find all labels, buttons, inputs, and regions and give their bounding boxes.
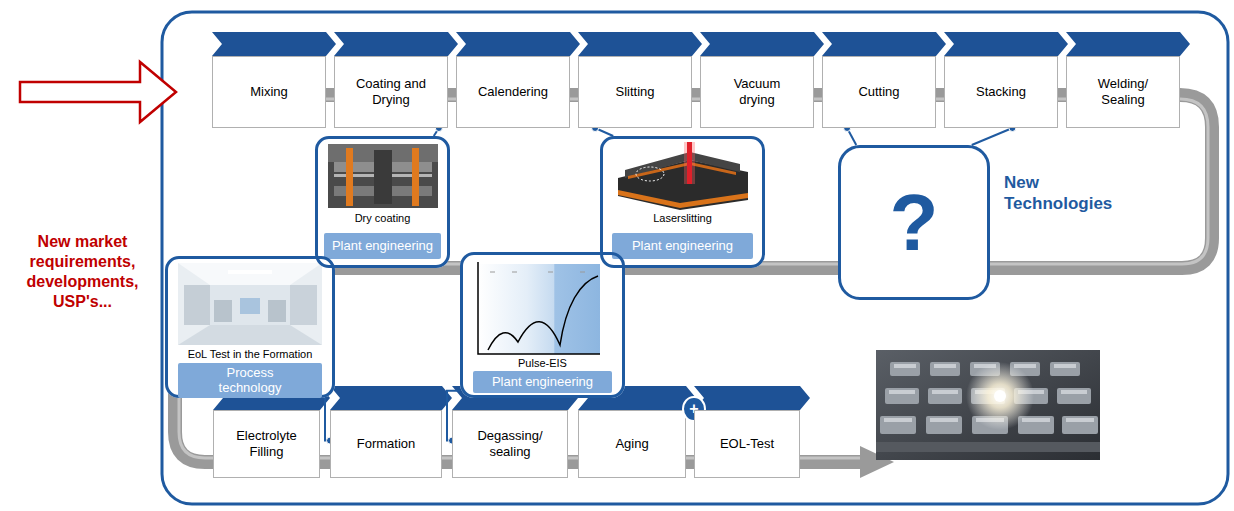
question-mark: ? <box>890 183 939 263</box>
step-label: Aging <box>615 436 648 452</box>
cleanroom-photo <box>178 263 322 345</box>
callout-box: LaserslittingPlant engineering <box>600 136 765 268</box>
process-step: Degassing/ sealing <box>452 410 568 478</box>
eis-chart <box>478 262 600 354</box>
leader-path <box>972 128 1013 145</box>
laser-slitting-photo <box>618 142 748 210</box>
process-step: Calendering <box>456 56 570 128</box>
input-arrow <box>20 62 176 122</box>
process-step: Aging <box>578 410 686 478</box>
callout-underlay <box>165 136 765 398</box>
step-label: Vacuum drying <box>725 76 789 107</box>
process-step: Slitting <box>578 56 692 128</box>
dry-coating-photo <box>328 144 438 208</box>
step-label: Stacking <box>976 84 1026 100</box>
process-step: Welding/ Sealing <box>1066 56 1180 128</box>
new-technology-box: ? <box>838 145 990 300</box>
callout-caption: EoL Test in the Formation <box>168 348 332 361</box>
step-label: Degassing/ sealing <box>472 428 548 459</box>
method-tag: Plant engineering <box>612 233 753 259</box>
callout-box: Dry coatingPlant engineering <box>315 136 450 268</box>
step-label: Plant engineering <box>492 375 593 389</box>
step-label: EOL-Test <box>720 436 774 452</box>
step-label: Coating and Drying <box>349 76 433 107</box>
step-label: Plant engineering <box>332 239 433 253</box>
step-label: Cutting <box>858 84 899 100</box>
process-step: Stacking <box>944 56 1058 128</box>
step-label: Mixing <box>250 84 288 100</box>
step-label: Welding/ Sealing <box>1088 76 1158 107</box>
step-chevrons <box>212 32 1190 56</box>
battery-cells-photo <box>876 350 1100 460</box>
process-step: Mixing <box>212 56 326 128</box>
process-step: Vacuum drying <box>700 56 814 128</box>
callout-box: Pulse-EIS Plant engineering <box>460 252 625 398</box>
outer-frame <box>162 12 1228 504</box>
input-note: New market requirements, developments, U… <box>10 232 155 312</box>
process-step: Electrolyte Filling <box>213 410 320 478</box>
process-step: EOL-Test <box>694 410 800 478</box>
step-label: Process technology <box>205 366 295 395</box>
step-label: Calendering <box>478 84 548 100</box>
callout-caption: Pulse-EIS <box>463 357 622 370</box>
section-heading: New Technologies <box>1004 172 1116 214</box>
step-label: Plant engineering <box>632 239 733 253</box>
method-tag: Process technology <box>178 363 322 398</box>
step-label: Slitting <box>615 84 654 100</box>
method-tag: Plant engineering <box>324 233 441 259</box>
process-step: Coating and Drying <box>334 56 448 128</box>
step-label: Electrolyte Filling <box>227 428 307 459</box>
callout-box: EoL Test in the FormationProcess technol… <box>165 256 335 398</box>
process-step: Formation <box>330 410 442 478</box>
process-step: Cutting <box>822 56 936 128</box>
method-tag: Plant engineering <box>473 371 612 393</box>
step-label: Formation <box>357 436 416 452</box>
callout-caption: Laserslitting <box>603 212 762 225</box>
callout-caption: Dry coating <box>318 212 447 225</box>
